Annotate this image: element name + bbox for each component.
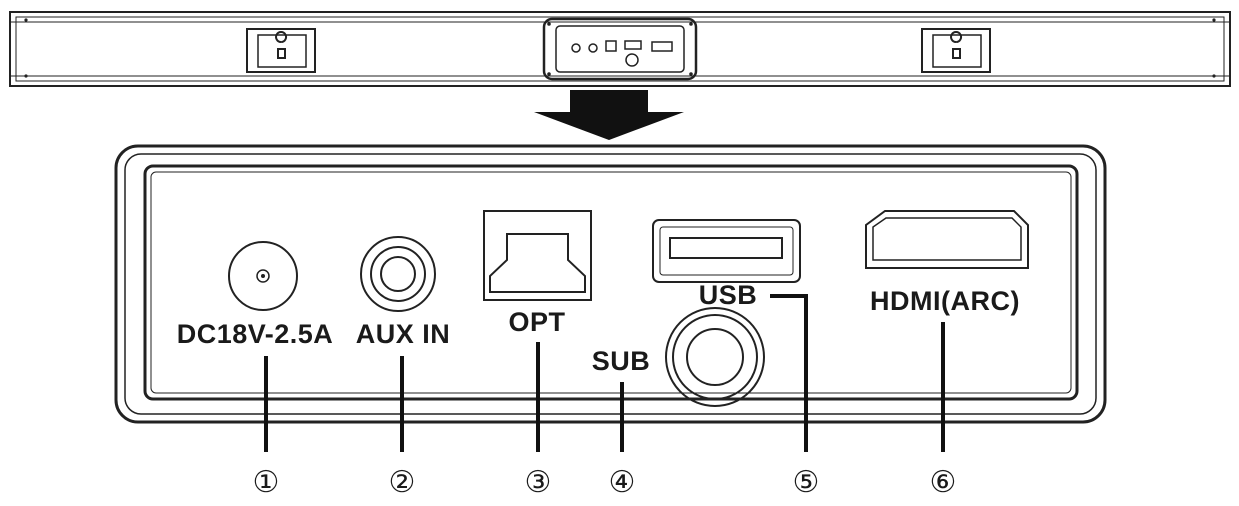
- label-subwoofer: SUB: [592, 346, 651, 376]
- arrow-down-icon: [534, 90, 684, 140]
- rear-panel-mini: [542, 17, 698, 81]
- dc-power-jack: [228, 241, 298, 311]
- aux-in-jack: [360, 236, 436, 312]
- rear-panel-enlarged: [114, 144, 1107, 424]
- port-number-3: ③: [525, 465, 552, 500]
- label-dc-power: DC18V-2.5A: [177, 319, 334, 349]
- port-number-2: ②: [389, 465, 416, 500]
- hdmi-arc-port: [865, 210, 1029, 269]
- leader-lines: [264, 294, 945, 452]
- label-aux-in: AUX IN: [356, 319, 451, 349]
- optical-port: [483, 210, 592, 301]
- label-hdmi-arc: HDMI(ARC): [870, 286, 1020, 316]
- soundbar-overview: [9, 11, 1231, 87]
- port-number-5: ⑤: [793, 465, 820, 500]
- port-number-4: ④: [609, 465, 636, 500]
- subwoofer-jack: [665, 307, 765, 407]
- port-number-1: ①: [253, 465, 280, 500]
- label-optical: OPT: [508, 307, 565, 337]
- wall-mount-hole-left: [246, 28, 316, 73]
- label-usb: USB: [699, 280, 758, 310]
- port-number-6: ⑥: [930, 465, 957, 500]
- usb-port: [652, 219, 801, 283]
- wall-mount-hole-right: [921, 28, 991, 73]
- leader-line-5: [770, 294, 808, 452]
